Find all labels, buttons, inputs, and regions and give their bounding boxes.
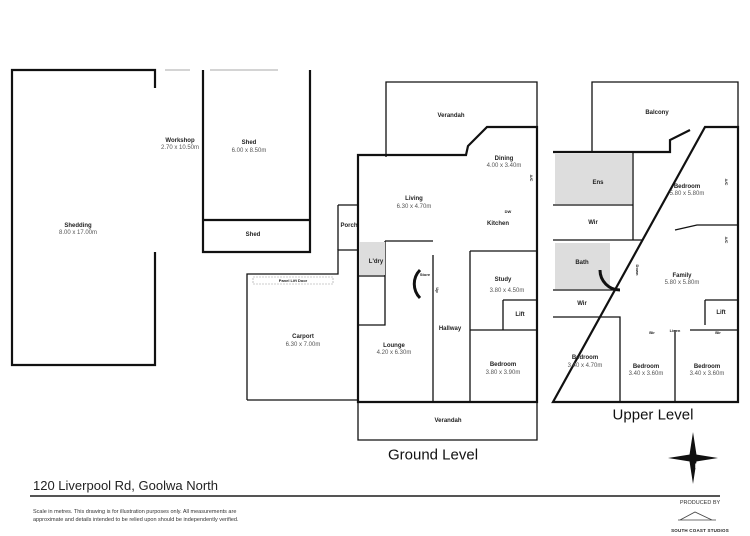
verandah-front-label: Verandah [434, 418, 462, 424]
upper-level-walls [551, 125, 740, 404]
lounge-dims: 4.20 x 6.30m [376, 350, 412, 356]
bir-2-label: Bir [715, 330, 721, 335]
disclaimer: Scale in metres. This drawing is for ill… [33, 509, 238, 524]
ground-level-walls [356, 125, 539, 404]
study-dims: 3.80 x 4.50m [489, 288, 525, 294]
upper-lift-label: Lift [716, 310, 726, 316]
ensuite-label: Ens [592, 180, 604, 186]
living-label: Living [405, 196, 423, 202]
property-address: 120 Liverpool Rd, Goolwa North [33, 478, 218, 493]
disclaimer-line-2: approximate and details intended to be r… [33, 516, 239, 523]
laundry-floor [359, 242, 385, 275]
carport-walls [246, 249, 358, 400]
shedding-label: Shedding [64, 223, 92, 229]
porch-walls [337, 204, 358, 250]
master-bedroom-dims: 5.80 x 5.80m [669, 191, 705, 197]
verandah-rear [385, 81, 538, 157]
bedroom-3-dims: 3.40 x 3.60m [628, 371, 664, 377]
dw-label: DW [504, 209, 512, 214]
shed-label: Shed [241, 140, 257, 146]
workshop-dims: 2.70 x 10.50m [160, 145, 200, 151]
studio-name: SOUTH COAST STUDIOS [671, 528, 729, 533]
master-bedroom-label: Bedroom [673, 184, 701, 190]
balcony-label: Balcony [645, 110, 669, 116]
balcony-walls [591, 81, 739, 152]
shed-dims: 6.00 x 8.50m [231, 148, 267, 154]
upper-ac-label-1: A/C [724, 178, 729, 186]
ground-level-title: Ground Level [387, 446, 479, 464]
laundry-label: L'dry [368, 259, 384, 265]
panel-lift-door [252, 276, 334, 285]
wir-2-label: Wir [577, 301, 587, 307]
family-dims: 5.80 x 5.80m [664, 280, 700, 286]
porch-label: Porch [340, 223, 358, 229]
verandah-front [357, 402, 538, 441]
shedding-walls [10, 68, 157, 367]
carport-label: Carport [292, 334, 314, 340]
kitchen-label: Kitchen [486, 221, 510, 227]
workshop-label: Workshop [165, 138, 195, 144]
ground-ac-label: A/C [529, 174, 534, 182]
verandah-rear-label: Verandah [437, 113, 465, 119]
upper-level-title: Upper Level [612, 406, 694, 424]
bath-floor [555, 243, 610, 289]
bedroom-2-dims: 3.40 x 4.70m [567, 363, 603, 369]
family-label: Family [672, 273, 692, 279]
ground-lift-label: Lift [515, 312, 525, 318]
bedroom-4-dims: 3.40 x 3.60m [689, 371, 725, 377]
bath-label: Bath [575, 260, 589, 266]
studio-logo [678, 511, 716, 521]
down-label: Down [635, 264, 640, 276]
ensuite-floor [555, 154, 632, 204]
shed-walls [201, 70, 312, 254]
ground-stair-curve [412, 268, 422, 300]
linen-label: Linen [669, 328, 681, 333]
bir-1-label: Bir [649, 330, 655, 335]
lounge-label: Lounge [383, 343, 405, 349]
compass [668, 432, 718, 484]
bedroom-3-label: Bedroom [632, 364, 660, 370]
upper-stair-curve [598, 269, 621, 292]
disclaimer-line-1: Scale in metres. This drawing is for ill… [33, 509, 237, 515]
up-label: Up [435, 287, 440, 293]
shedding-dims: 8.00 x 17.00m [58, 230, 98, 236]
upper-ac-label-2: A/C [724, 236, 729, 244]
hallway-label: Hallway [438, 326, 462, 332]
study-label: Study [494, 277, 512, 283]
panel-lift-door-label: Panel Lift Door [278, 278, 308, 283]
dining-dims: 4.00 x 3.40m [486, 163, 522, 169]
carport-dims: 6.30 x 7.00m [285, 342, 321, 348]
produced-by-label: PRODUCED BY [679, 500, 721, 506]
ground-bedroom-dims: 3.80 x 3.90m [485, 370, 521, 376]
wir-1-label: Wir [588, 220, 598, 226]
small-shed-label: Shed [245, 232, 261, 238]
footer-divider [30, 495, 720, 497]
ground-bedroom-label: Bedroom [489, 362, 517, 368]
dining-label: Dining [494, 156, 514, 162]
bedroom-4-label: Bedroom [693, 364, 721, 370]
living-dims: 6.30 x 4.70m [396, 204, 432, 210]
store-label: Store [419, 272, 431, 277]
bedroom-2-label: Bedroom [571, 355, 599, 361]
compass-n-label: N [694, 464, 700, 470]
